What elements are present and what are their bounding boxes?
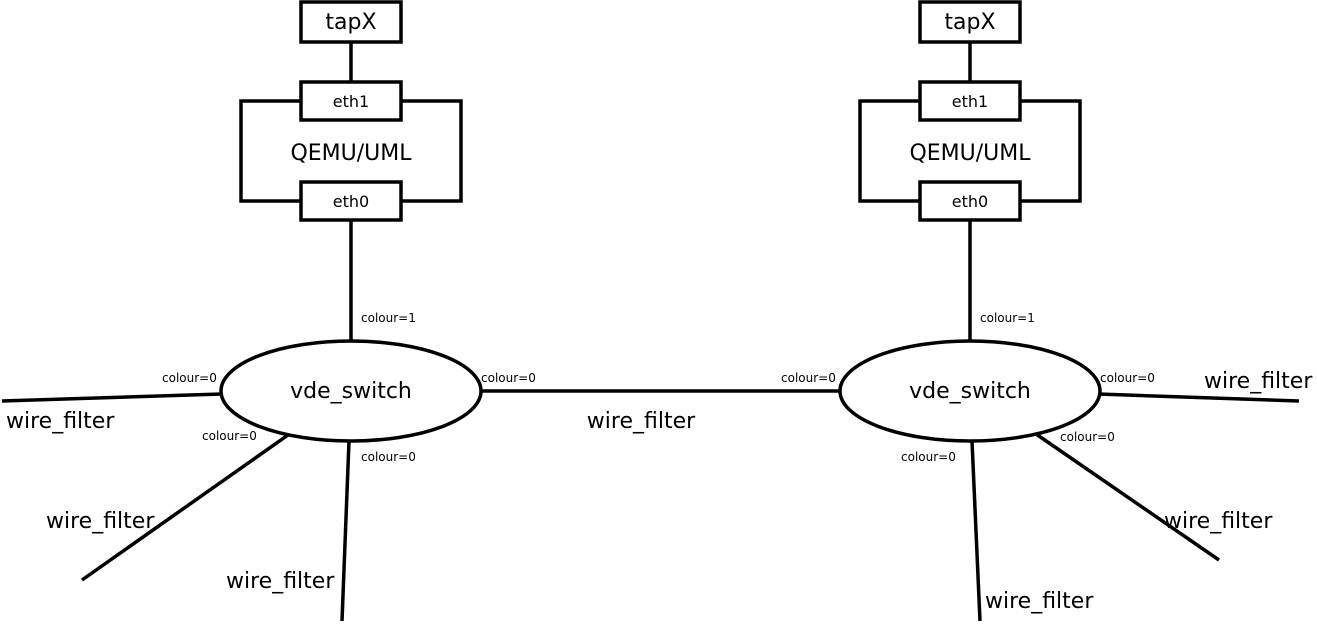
right-vm-label: QEMU/UML (909, 141, 1031, 166)
left-colour-lower: colour=0 (361, 450, 416, 464)
left-eth1-box (299, 80, 403, 122)
left-wire-lower-line (340, 440, 351, 622)
left-colour-right: colour=0 (481, 371, 536, 385)
left-tap-label: tapX (325, 10, 376, 35)
right-wire-lower-right-line (1035, 432, 1220, 562)
right-stack: tapX eth1 QEMU/UML eth0 colour=1 (858, 0, 1082, 341)
left-wire-left-line (1, 392, 223, 403)
right-colour-lower: colour=0 (901, 450, 956, 464)
left-eth1-label: eth1 (333, 92, 369, 111)
right-switch-label: vde_switch (909, 379, 1031, 404)
right-tap-box (918, 0, 1022, 44)
left-colour-lower-left: colour=0 (202, 429, 257, 443)
middle-wire-label: wire_filter (587, 409, 696, 434)
right-wire-lower-label: wire_filter (985, 589, 1094, 614)
left-vm-label: QEMU/UML (290, 141, 412, 166)
right-vde-switch (838, 339, 1102, 443)
left-vde-switch (219, 339, 483, 443)
left-eth0-label: eth0 (333, 192, 369, 211)
left-colour-left: colour=0 (162, 371, 217, 385)
right-eth1-label: eth1 (952, 92, 988, 111)
right-colour-uplink: colour=1 (980, 311, 1035, 325)
right-colour-left: colour=0 (781, 371, 836, 385)
right-wire-lower-line (970, 440, 982, 622)
left-stack: tapX eth1 QEMU/UML eth0 colour=1 (239, 0, 463, 341)
left-wire-left-label: wire_filter (6, 409, 115, 434)
left-wire-lower-left-line (80, 433, 290, 582)
right-wire-right-line (1097, 392, 1300, 403)
right-colour-right: colour=0 (1100, 371, 1155, 385)
left-switch-links: colour=0 colour=0 colour=0 colour=0 wire… (1, 371, 841, 622)
right-colour-lower-right: colour=0 (1060, 430, 1115, 444)
right-wire-right-label: wire_filter (1204, 369, 1313, 394)
right-eth1-box (918, 80, 1022, 122)
left-wire-lower-label: wire_filter (226, 569, 335, 594)
left-tap-box (299, 0, 403, 44)
right-switch-links: colour=0 colour=0 colour=0 colour=0 wire… (781, 369, 1313, 622)
left-colour-uplink: colour=1 (361, 311, 416, 325)
right-tap-label: tapX (944, 10, 995, 35)
right-wire-lower-right-label: wire_filter (1164, 509, 1273, 534)
left-wire-lower-left-label: wire_filter (46, 509, 155, 534)
right-eth0-label: eth0 (952, 192, 988, 211)
left-switch-label: vde_switch (290, 379, 412, 404)
